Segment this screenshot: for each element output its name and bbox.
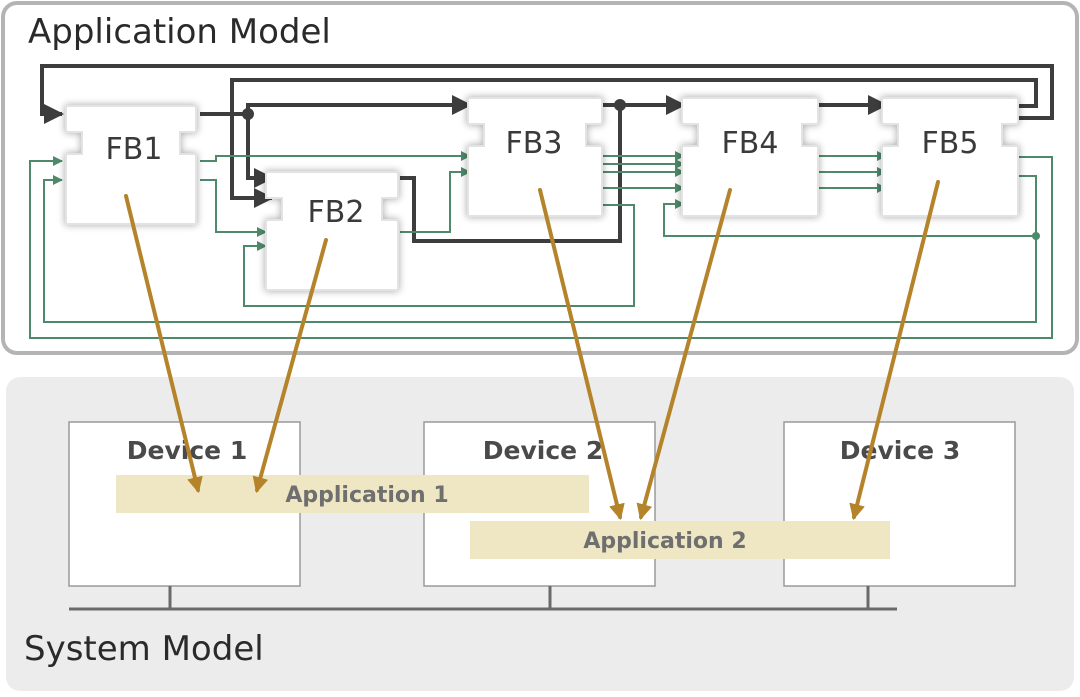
fb5-label: FB5 <box>922 126 979 161</box>
map-arrow-fb4-to-device2 <box>636 188 732 521</box>
application-model-title: Application Model <box>28 12 331 52</box>
device-3-label: Device 3 <box>840 436 960 465</box>
fb4-shape <box>681 97 819 217</box>
system-model-title: System Model <box>24 629 264 669</box>
data-line-fb5-to-fb4 <box>663 199 1036 237</box>
event-line-fb2-to-fb4 <box>400 105 622 243</box>
function-block-fb1 <box>65 105 197 225</box>
map-arrow-fb2-to-device1 <box>252 238 328 494</box>
map-arrow-fb3-to-device2 <box>538 188 625 521</box>
mapping-arrows <box>124 180 940 521</box>
data-line-fb3-to-fb2 <box>243 204 635 307</box>
fb2-label: FB2 <box>308 195 365 230</box>
function-block-fb5 <box>881 97 1019 217</box>
data-line-fb5-to-fb1-a <box>29 156 1053 339</box>
data-connections <box>29 151 1053 339</box>
function-block-fb4 <box>681 97 819 217</box>
event-junction-2 <box>614 99 626 111</box>
fb3-label: FB3 <box>506 126 563 161</box>
map-arrow-fb5-to-device3 <box>849 180 940 521</box>
function-block-fb3 <box>467 97 603 217</box>
fb3-shape <box>467 97 603 217</box>
application-2-label: Application 2 <box>583 529 746 554</box>
fb2-shape <box>265 171 399 291</box>
data-line-fb1-to-fb2 <box>200 179 267 237</box>
event-line-fb5-to-fb2 <box>230 78 1038 208</box>
fb5-shape <box>881 97 1019 217</box>
event-connections <box>40 64 1054 243</box>
fb4-label: FB4 <box>722 126 779 161</box>
map-arrow-fb1-to-device1 <box>124 194 203 494</box>
device-2-label: Device 2 <box>483 436 603 465</box>
network-bus <box>69 586 897 611</box>
event-junction-1 <box>242 108 254 120</box>
data-junction <box>1032 232 1040 240</box>
data-line-fb5-to-fb1-b <box>43 175 1037 323</box>
data-line-fb2-to-fb3 <box>400 167 471 233</box>
data-line-fb1-to-fb3 <box>200 151 471 162</box>
application-2-band <box>470 521 890 559</box>
function-block-fb2 <box>265 171 399 291</box>
fb1-label: FB1 <box>106 132 163 167</box>
event-line-fb1-to-fb2 <box>246 114 274 188</box>
application-1-label: Application 1 <box>285 483 448 508</box>
event-line-fb5-to-fb1 <box>40 64 1054 124</box>
fb1-shape <box>65 105 197 225</box>
